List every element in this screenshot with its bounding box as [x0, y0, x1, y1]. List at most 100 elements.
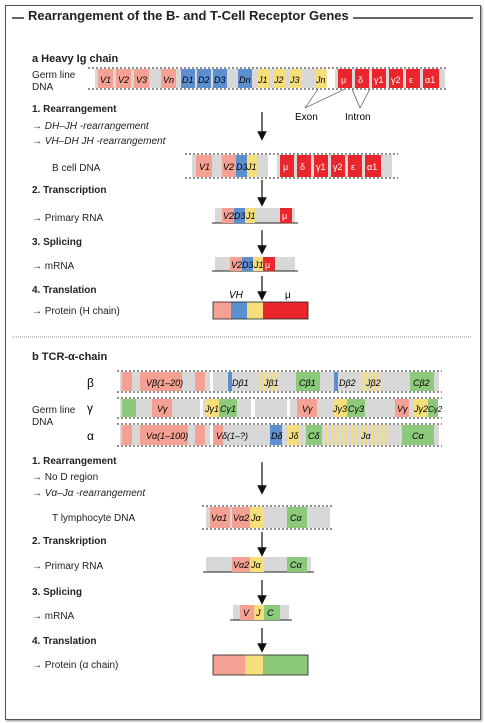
svg-text:J: J	[255, 608, 261, 618]
a-step2: 2. Transcription	[32, 185, 107, 196]
svg-text:Jα: Jα	[250, 513, 262, 523]
svg-text:D3: D3	[236, 162, 248, 172]
b-step1-sub1: → No D region	[32, 472, 99, 483]
b-step3-sub: → mRNA	[32, 611, 75, 622]
svg-text:Dδ: Dδ	[271, 431, 283, 441]
tcr-alpha-germline: Vα(1–100) Vδ(1–?) Dδ Jδ Cδ Jα Cα	[117, 423, 442, 447]
svg-text:V2: V2	[118, 75, 129, 85]
svg-text:Jn: Jn	[315, 75, 326, 85]
svg-text:Cα: Cα	[412, 431, 424, 441]
svg-text:Jα: Jα	[250, 560, 262, 570]
bcell-dna: V1 V2 D3 J1 μ δ γ1 γ2 ε α1	[185, 153, 398, 179]
section-a-heading: a Heavy Ig chain	[32, 53, 119, 65]
svg-text:Cγ3: Cγ3	[348, 404, 364, 414]
mu-label: μ	[285, 290, 291, 301]
b-step1-sub2: → Vα–Jα -rearrangement	[32, 488, 146, 499]
svg-text:γ1: γ1	[374, 75, 384, 85]
svg-text:Vγ: Vγ	[397, 404, 408, 414]
svg-text:J1: J1	[245, 211, 256, 221]
b-step1: 1. Rearrangement	[32, 456, 117, 467]
svg-text:Jγ3: Jγ3	[332, 404, 347, 414]
a-step2-sub: → Primary RNA	[32, 213, 104, 224]
figure-title: Rearrangement of the B- and T-Cell Recep…	[24, 8, 353, 23]
beta-label: β	[87, 376, 94, 390]
svg-text:Cα: Cα	[290, 560, 302, 570]
svg-text:γ2: γ2	[333, 162, 343, 172]
a-step3: 3. Splicing	[32, 237, 83, 248]
b-step2: 2. Transkription	[32, 536, 107, 547]
svg-text:Vβ(1–20): Vβ(1–20)	[146, 378, 183, 388]
exon-label: Exon	[295, 112, 318, 123]
tcr-beta-germline: Vβ(1–20) Dβ1 Jβ1 Cβ1 Dβ2 Jβ2 Cβ2	[117, 370, 442, 393]
svg-text:γ1: γ1	[316, 162, 326, 172]
svg-text:Vγ: Vγ	[157, 404, 168, 414]
tcell-dna: Vα1 Vα2 Jα Cα	[202, 505, 333, 530]
svg-text:V2: V2	[231, 260, 242, 270]
svg-text:α1: α1	[425, 75, 435, 85]
svg-text:V2: V2	[223, 211, 234, 221]
svg-text:V2: V2	[223, 162, 234, 172]
alpha-label: α	[87, 429, 94, 443]
svg-text:J1: J1	[257, 75, 268, 85]
svg-text:δ: δ	[358, 75, 363, 85]
vh-label: VH	[229, 290, 244, 301]
svg-text:J2: J2	[273, 75, 284, 85]
b-step4-sub: → Protein (α chain)	[32, 660, 119, 671]
svg-text:Vγ: Vγ	[302, 404, 313, 414]
svg-text:μ: μ	[282, 211, 287, 221]
svg-text:Cα: Cα	[290, 513, 302, 523]
b-step4: 4. Translation	[32, 636, 97, 647]
svg-text:α1: α1	[367, 162, 377, 172]
svg-text:Jβ1: Jβ1	[263, 378, 279, 388]
svg-text:J3: J3	[289, 75, 300, 85]
svg-text:D2: D2	[198, 75, 210, 85]
a-step4: 4. Translation	[32, 285, 97, 296]
tcr-mrna: V J C	[230, 605, 292, 621]
svg-text:V1: V1	[100, 75, 111, 85]
tcr-gamma-germline: Vγ Jγ1 Cγ1 Vγ Jγ3 Cγ3 Vγ Jγ2 Cγ2	[117, 397, 443, 419]
svg-text:Jγ2: Jγ2	[413, 404, 428, 414]
svg-text:Vα(1–100): Vα(1–100)	[146, 431, 188, 441]
svg-text:γ2: γ2	[391, 75, 401, 85]
germ-line-label-b: Germ line DNA	[32, 405, 76, 428]
svg-text:Dβ2: Dβ2	[339, 378, 356, 388]
svg-text:C: C	[267, 608, 274, 618]
svg-text:Jβ2: Jβ2	[365, 378, 381, 388]
svg-text:Jδ: Jδ	[288, 431, 300, 441]
svg-text:D3: D3	[242, 260, 254, 270]
svg-text:Cγ2: Cγ2	[428, 405, 443, 414]
tcr-primary-rna: Vα2 Jα Cα	[203, 557, 314, 573]
b-step2-sub: → Primary RNA	[32, 561, 104, 572]
svg-text:ε: ε	[409, 75, 413, 85]
section-b-heading: b TCR-α-chain	[32, 351, 108, 363]
svg-text:V: V	[243, 608, 250, 618]
svg-text:μ: μ	[341, 75, 346, 85]
svg-text:V1: V1	[199, 162, 210, 172]
a-step1-sub2: → VH–DH JH -rearrangement	[32, 136, 166, 147]
heavy-germline-dna: V1 V2 V3 Vn D1 D2 D3 Dn J1 J2 J3 Jn μ δ …	[88, 67, 448, 109]
svg-text:Cβ2: Cβ2	[413, 378, 430, 388]
svg-text:Jγ1: Jγ1	[204, 404, 219, 414]
svg-text:δ: δ	[300, 162, 305, 172]
svg-text:Jα: Jα	[360, 431, 372, 441]
svg-text:Cδ: Cδ	[308, 431, 320, 441]
svg-text:Dβ1: Dβ1	[232, 378, 249, 388]
intron-label: Intron	[345, 112, 371, 123]
tlymph-dna-label: T lymphocyte DNA	[52, 513, 136, 524]
gamma-label: γ	[87, 401, 93, 415]
svg-text:V3: V3	[136, 75, 147, 85]
heavy-mrna: V2 D3 J1 μ	[212, 257, 298, 272]
svg-text:D3: D3	[214, 75, 226, 85]
svg-text:Vα2: Vα2	[233, 560, 249, 570]
a-step4-sub: → Protein (H chain)	[32, 306, 120, 317]
svg-text:Vα1: Vα1	[211, 513, 227, 523]
svg-text:J1: J1	[246, 162, 257, 172]
germ-line-label-a: Germ line DNA	[32, 70, 76, 93]
svg-text:Vα2: Vα2	[233, 513, 249, 523]
a-step1: 1. Rearrangement	[32, 104, 117, 115]
svg-text:ε: ε	[351, 162, 355, 172]
heavy-primary-rna: V2 D3 J1 μ	[212, 208, 298, 224]
svg-text:J1: J1	[253, 260, 264, 270]
heavy-protein	[212, 301, 309, 320]
